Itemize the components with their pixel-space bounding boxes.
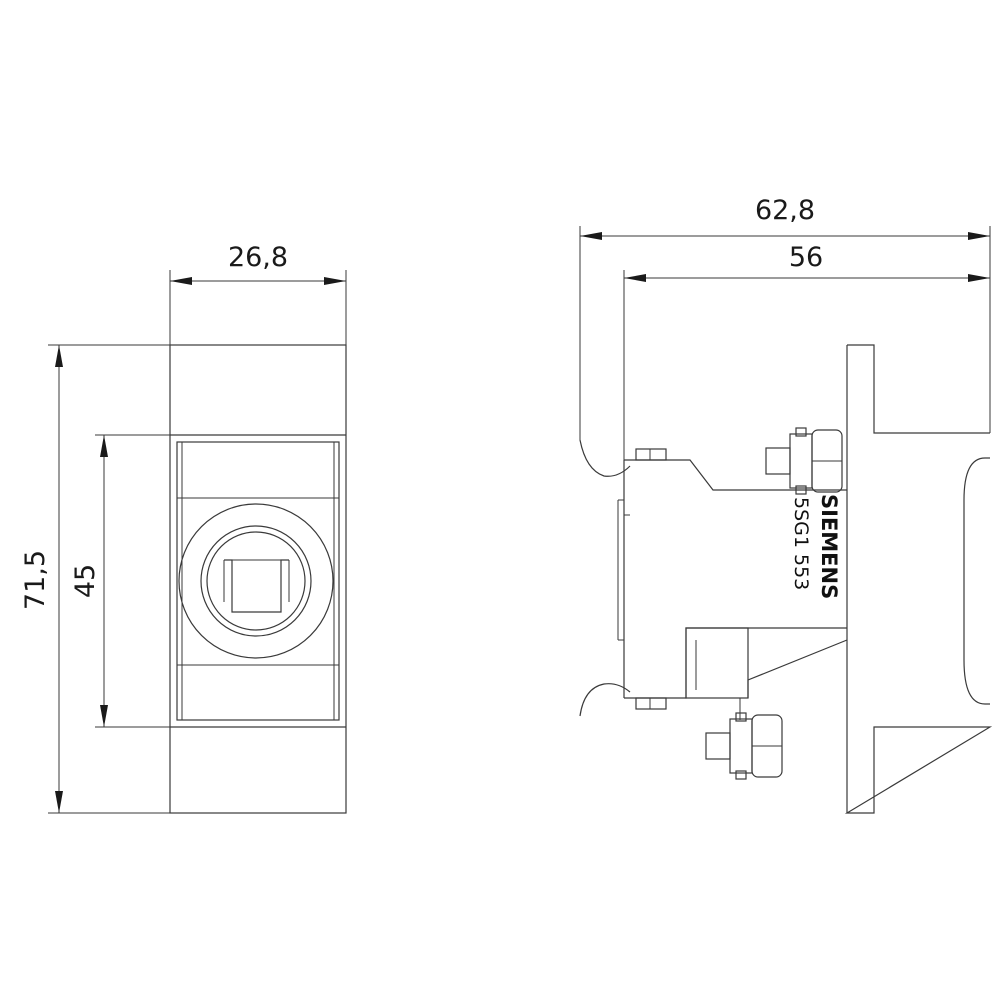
front-cap-slot [224, 559, 289, 613]
arrow-down [55, 791, 63, 813]
front-inner-frame [176, 441, 340, 721]
screw-shank [765, 447, 791, 475]
arrow-right [968, 274, 990, 282]
side-top-tab [635, 448, 667, 461]
side-depth-total-label: 62,8 [755, 195, 815, 226]
side-rail-clip [963, 457, 990, 705]
arrow-down [100, 705, 108, 727]
front-height-inner-label: 45 [70, 564, 101, 598]
side-top-screw [765, 427, 843, 495]
arrow-left [624, 274, 646, 282]
side-body-outline [624, 459, 847, 699]
brand-label: SIEMENS [817, 494, 841, 599]
arrow-left [580, 232, 602, 240]
screw-body [789, 433, 813, 489]
side-top-spring [579, 439, 631, 477]
front-cap-ring [200, 525, 312, 637]
side-bottom-spring [579, 683, 631, 717]
screw-cap-bottom [795, 485, 807, 495]
screw-cap-top [795, 427, 807, 437]
front-cap-inner-ring [206, 531, 306, 631]
side-lower-ramp [747, 639, 848, 698]
screw-cap-top [735, 712, 747, 722]
screw-body [729, 718, 753, 774]
front-height-total-label: 71,5 [20, 550, 51, 610]
arrow-right [324, 277, 346, 285]
screw-shank [705, 732, 731, 760]
arrow-up [55, 345, 63, 367]
front-view: 26,8 71,5 45 [20, 242, 347, 814]
side-view: SIEMENS 5SG1 553 62,8 56 [579, 195, 993, 814]
arrow-up [100, 435, 108, 457]
side-lower-block [685, 627, 749, 699]
arrow-left [170, 277, 192, 285]
arrow-right [968, 232, 990, 240]
side-bottom-screw [705, 712, 783, 780]
front-width-label: 26,8 [228, 242, 288, 273]
side-depth-inner-label: 56 [789, 242, 823, 273]
front-cap-outer-ring [178, 503, 334, 659]
screw-cap-bottom [735, 770, 747, 780]
side-bottom-tab [635, 697, 667, 710]
product-code-label: 5SG1 553 [790, 497, 812, 590]
side-mounting-plate [844, 344, 993, 814]
front-outer-body [169, 344, 347, 814]
